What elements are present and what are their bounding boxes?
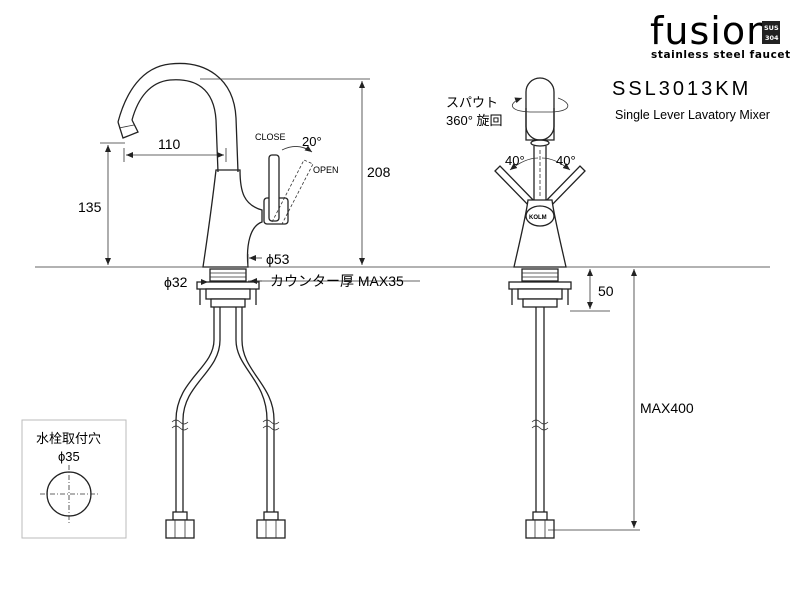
- mounting-hole-title: 水栓取付穴: [36, 431, 101, 446]
- side-spout-outer: [131, 79, 219, 173]
- front-aerator: [530, 139, 550, 147]
- sus-badge: [762, 21, 780, 44]
- front-spout: [525, 77, 555, 141]
- dim-spout-height: 135: [78, 199, 102, 215]
- side-connector-left-nut: [165, 519, 195, 539]
- mounting-hole-diameter: ϕ35: [58, 449, 80, 464]
- lever-angle-left: 40°: [505, 153, 525, 168]
- front-hose-break: [531, 419, 549, 425]
- side-fixing-nut: [205, 288, 251, 300]
- front-lever-hub: [525, 205, 555, 227]
- front-hose-outlet: [522, 298, 558, 308]
- brand-logo: fusion SUS 304 stainless steel faucet: [650, 9, 791, 61]
- kolm-logo: KOLM: [529, 215, 547, 221]
- lever-angle-arc: [281, 145, 313, 153]
- sus-badge-bottom: 304: [765, 34, 779, 42]
- model-description: Single Lever Lavatory Mixer: [615, 108, 770, 122]
- side-body: [202, 169, 263, 268]
- dim-hose-length: MAX400: [640, 400, 694, 416]
- side-spout-aerator: [118, 124, 135, 129]
- front-shank-top: [521, 268, 559, 282]
- side-hose-left-a: [175, 307, 215, 520]
- lever-angle-right: 40°: [556, 153, 576, 168]
- spout-rotation-arrow: [512, 97, 569, 113]
- mounting-hole-diagram: 水栓取付穴 ϕ35: [21, 419, 127, 539]
- side-connector-right-nut: [256, 519, 286, 539]
- side-shank-top: [209, 268, 247, 282]
- dim-spout-reach: 110: [158, 136, 181, 152]
- side-spout-tip: [117, 119, 139, 139]
- dim-shank-length: 50: [598, 283, 614, 299]
- hose-break-right: [262, 419, 280, 425]
- mounting-hole-frame: [21, 419, 127, 539]
- lever-close-label: CLOSE: [255, 132, 286, 142]
- spout-rotation-value: 360° 旋回: [446, 113, 503, 128]
- dim-base-diameter: ϕ53: [266, 251, 290, 267]
- side-hose-right-a: [235, 307, 268, 520]
- front-fixing-nut: [517, 288, 563, 300]
- side-spout-inner: [117, 62, 239, 173]
- front-connector-nut: [525, 519, 555, 539]
- front-fixing-plate: [508, 281, 572, 290]
- front-view: スパウト 360° 旋回 40° 40° KOLM: [446, 77, 694, 539]
- side-hose-outlet: [210, 298, 246, 308]
- dim-total-height: 208: [367, 164, 391, 180]
- model-number: SSL3013KM: [612, 78, 751, 100]
- brand-name: fusion: [650, 9, 771, 53]
- front-connector-neck: [532, 511, 548, 521]
- side-connector-left-neck: [172, 511, 188, 521]
- side-lever-handle: [268, 154, 280, 222]
- side-view: CLOSE 20° OPEN 110: [78, 62, 420, 539]
- spout-rotation-label: スパウト: [446, 95, 498, 110]
- dim-shank-diameter: ϕ32: [164, 274, 188, 290]
- side-hose-left-b: [182, 307, 221, 520]
- brand-tagline: stainless steel faucet: [651, 49, 791, 61]
- lever-angle-label: 20°: [302, 134, 322, 149]
- side-connector-right-neck: [263, 511, 279, 521]
- side-hose-right-b: [241, 307, 275, 520]
- side-fixing-plate: [196, 281, 260, 290]
- sus-badge-top: SUS: [764, 24, 779, 32]
- dim-counter-thickness: カウンター厚 MAX35: [270, 273, 404, 289]
- lever-open-label: OPEN: [313, 165, 339, 175]
- hose-break-left: [171, 419, 189, 425]
